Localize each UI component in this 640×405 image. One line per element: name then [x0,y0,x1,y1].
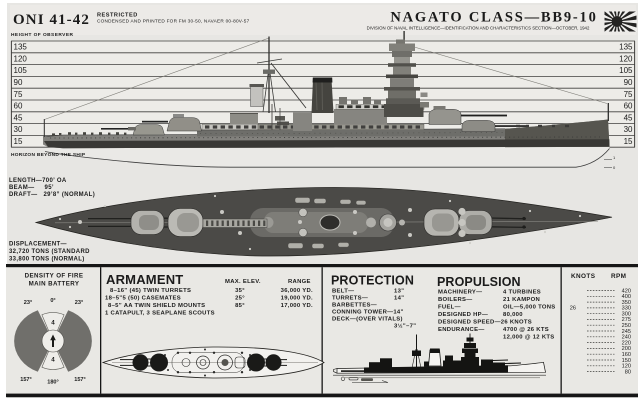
svg-text:157°: 157° [20,377,32,383]
svg-text:90: 90 [14,78,23,87]
svg-text:14”: 14” [394,296,404,302]
svg-text:80,000: 80,000 [503,312,523,318]
svg-text:PROPULSION: PROPULSION [437,275,521,289]
svg-text:RANGE: RANGE [288,279,311,285]
svg-text:30: 30 [624,125,633,134]
svg-text:90: 90 [624,78,633,87]
svg-text:4700 @ 26 KTS: 4700 @ 26 KTS [503,327,549,333]
svg-text:BOILERS—: BOILERS— [438,297,472,303]
svg-text:135: 135 [619,43,633,52]
svg-text:15: 15 [14,137,23,146]
svg-text:135: 135 [14,43,28,52]
svg-text:LENGTH—700’ OA: LENGTH—700’ OA [9,178,67,184]
svg-text:33,800 TONS (NORMAL): 33,800 TONS (NORMAL) [9,257,85,263]
svg-text:157°: 157° [74,377,86,383]
svg-text:36,000 YD.: 36,000 YD. [281,288,313,294]
svg-text:8–16” (45) TWIN TURRETS: 8–16” (45) TWIN TURRETS [110,288,191,294]
svg-text:DIVISION OF NAVAL INTELLIGENCE: DIVISION OF NAVAL INTELLIGENCE—IDENTIFIC… [367,26,590,31]
svg-text:MAIN BATTERY: MAIN BATTERY [29,281,80,288]
svg-text:FUEL—: FUEL— [438,305,461,311]
svg-text:DISPLACEMENT—: DISPLACEMENT— [9,242,67,248]
svg-text:DESIGNED SPEED—26 KNOTS: DESIGNED SPEED—26 KNOTS [438,320,532,326]
svg-text:ARMAMENT: ARMAMENT [106,272,183,287]
svg-text:60: 60 [14,102,23,111]
svg-text:15: 15 [624,137,633,146]
svg-text:60: 60 [624,102,633,111]
svg-text:45: 45 [14,113,23,122]
svg-text:BELT—: BELT— [332,289,354,295]
svg-text:17,000 YD.: 17,000 YD. [281,303,313,309]
svg-text:1 CATAPULT, 3 SEAPLANE SCOUTS: 1 CATAPULT, 3 SEAPLANE SCOUTS [105,311,215,317]
svg-text:PROTECTION: PROTECTION [331,274,414,288]
svg-text:30: 30 [14,125,23,134]
svg-text:RPM: RPM [611,273,626,280]
svg-text:120: 120 [619,54,633,63]
svg-text:45: 45 [624,113,633,122]
svg-text:75: 75 [14,90,23,99]
svg-text:MACHINERY—: MACHINERY— [438,290,482,296]
svg-text:120: 120 [14,54,28,63]
svg-text:19,000 YD.: 19,000 YD. [281,296,313,302]
svg-text:DESIGNED HP—: DESIGNED HP— [438,312,488,318]
svg-text:180°: 180° [47,380,59,386]
svg-text:DECK—(OVER VITALS): DECK—(OVER VITALS) [332,317,403,323]
svg-text:23°: 23° [75,300,83,306]
svg-text:3½”–7”: 3½”–7” [394,323,416,330]
svg-text:CONDENSED AND PRINTED FOR FM 3: CONDENSED AND PRINTED FOR FM 30-50, NAVA… [97,19,250,24]
svg-text:23°: 23° [24,300,32,306]
svg-text:25°: 25° [235,296,245,302]
svg-text:MAX. ELEV.: MAX. ELEV. [225,279,261,285]
svg-text:35°: 35° [235,288,245,294]
svg-text:105: 105 [14,66,28,75]
svg-text:HEIGHT OF OBSERVER: HEIGHT OF OBSERVER [11,32,73,38]
svg-text:85°: 85° [235,303,245,309]
svg-text:CONNING TOWER—14”: CONNING TOWER—14” [332,310,404,316]
svg-text:105: 105 [619,66,633,75]
svg-text:ENDURANCE—: ENDURANCE— [438,327,485,333]
svg-text:4: 4 [51,357,55,364]
svg-text:26: 26 [570,306,576,312]
svg-text:12,000 @ 12 KTS: 12,000 @ 12 KTS [503,335,555,341]
svg-text:KNOTS: KNOTS [571,273,596,280]
svg-text:8–5” AA TWIN SHIELD MOUNTS: 8–5” AA TWIN SHIELD MOUNTS [108,303,205,309]
svg-text:80: 80 [625,369,631,375]
svg-text:ONI 41-42: ONI 41-42 [13,12,90,28]
svg-text:21 KAMPON: 21 KAMPON [503,297,540,303]
svg-text:BARBETTES—: BARBETTES— [332,303,377,309]
svg-text:32,720 TONS (STANDARD: 32,720 TONS (STANDARD [9,249,90,255]
svg-text:BEAM— 95’: BEAM— 95’ [9,185,54,191]
svg-text:0°: 0° [50,298,55,304]
svg-text:NAGATO CLASS—BB9-10: NAGATO CLASS—BB9-10 [390,10,597,26]
svg-text:OIL—5,000 TONS: OIL—5,000 TONS [503,305,556,311]
svg-text:75: 75 [624,90,633,99]
svg-text:HORIZON BEYOND THE SHIP: HORIZON BEYOND THE SHIP [11,152,86,158]
svg-text:DENSITY OF FIRE: DENSITY OF FIRE [25,273,84,280]
svg-text:4: 4 [51,320,55,327]
svg-text:TURRETS—: TURRETS— [332,296,368,302]
svg-text:18–5”5 (50) CASEMATES: 18–5”5 (50) CASEMATES [105,296,181,302]
svg-text:4 TURBINES: 4 TURBINES [503,290,541,296]
svg-text:DRAFT— 29’8” (NORMAL): DRAFT— 29’8” (NORMAL) [9,192,95,198]
svg-text:13”: 13” [394,289,404,295]
